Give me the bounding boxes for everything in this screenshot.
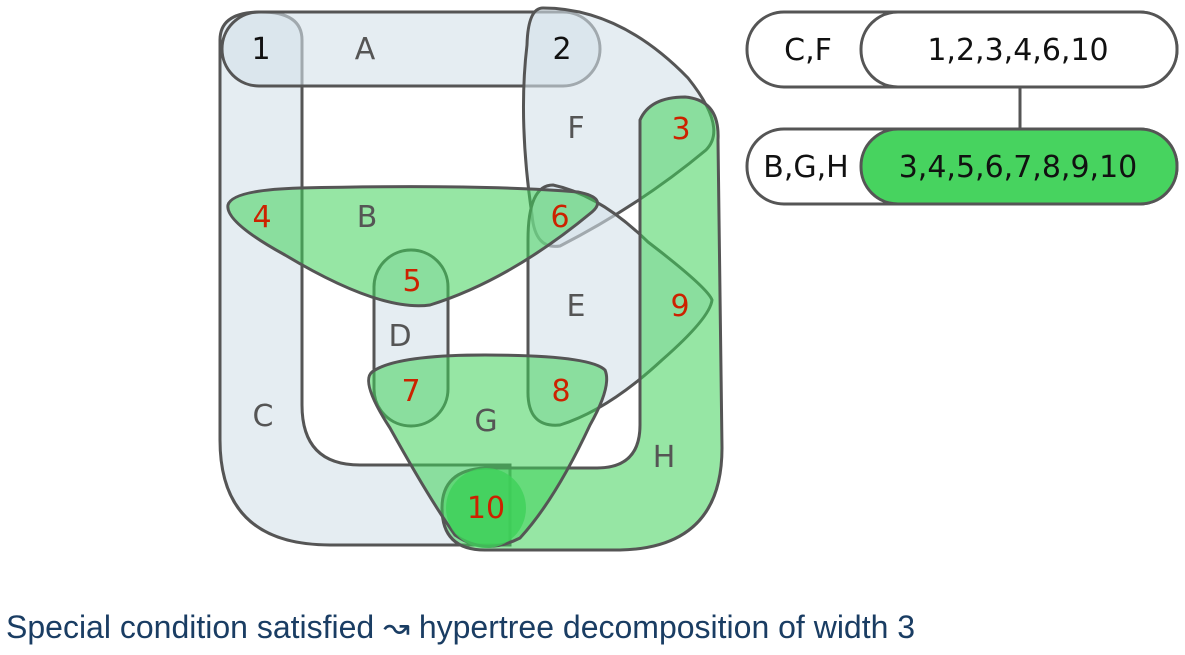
vertex-9: 9: [670, 289, 689, 324]
edge-label-e: E: [567, 289, 586, 324]
hypergraph-diagram: A B C D E F G H 1 2 3 4 5 6 7 8 9 10 C,F…: [218, 6, 1179, 552]
vertex-5: 5: [402, 264, 421, 299]
tree-node-bottom-lambda: B,G,H: [763, 150, 848, 185]
tree-node-top-chi-text: 1,2,3,4,6,10: [927, 33, 1108, 68]
tree-node-top-lambda: C,F: [784, 33, 832, 68]
edge-g-shape: [367, 353, 609, 548]
edge-label-b: B: [357, 200, 378, 235]
vertex-8: 8: [551, 374, 570, 409]
edge-label-f: F: [567, 111, 584, 146]
tree-node-bottom-chi-text: 3,4,5,6,7,8,9,10: [899, 150, 1138, 185]
vertex-10: 10: [467, 491, 505, 526]
vertex-6: 6: [550, 200, 569, 235]
edge-label-g: G: [474, 404, 497, 439]
tree-node-bottom-chi: [859, 127, 1179, 206]
edge-label-c: C: [253, 399, 274, 434]
tree-node-top-chi: [859, 10, 1179, 89]
edge-b-shape: [226, 185, 600, 308]
vertex-2: 2: [552, 32, 571, 67]
edge-label-d: D: [388, 319, 411, 354]
vertex-10-highlight: [446, 468, 526, 548]
caption-left: Special condition satisfied: [6, 609, 375, 645]
vertex-1: 1: [251, 32, 270, 67]
vertex-4: 4: [252, 200, 271, 235]
caption: Special condition satisfied ↝ hypertree …: [6, 608, 915, 646]
edge-label-h: H: [653, 440, 676, 475]
leadsto-arrow-icon: ↝: [383, 609, 410, 645]
caption-right: hypertree decomposition of width 3: [418, 609, 916, 645]
edge-label-a: A: [355, 32, 376, 67]
vertex-3: 3: [671, 112, 690, 147]
decomposition-tree: C,F 1,2,3,4,6,10 B,G,H 3,4,5,6,7,8,9,10: [745, 10, 1179, 206]
vertex-7: 7: [401, 374, 420, 409]
